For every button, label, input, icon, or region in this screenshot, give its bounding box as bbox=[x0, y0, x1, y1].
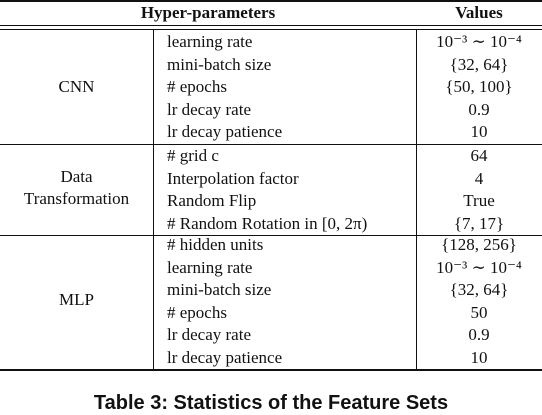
column-divider-left bbox=[153, 30, 154, 369]
param-value: 10 bbox=[470, 348, 488, 367]
table-row: # Random Rotation in [0, 2π) {7, 17} bbox=[0, 213, 542, 236]
group-label-cnn: CNN bbox=[58, 77, 95, 96]
table-top-rule bbox=[0, 0, 542, 2]
table-caption: Table 3: Statistics of the Feature Sets bbox=[93, 392, 449, 414]
table-row: # grid c 64 bbox=[0, 145, 542, 168]
header-rule-1 bbox=[0, 25, 542, 26]
header-rule-2 bbox=[0, 29, 542, 30]
table-row: lr decay patience 10 bbox=[0, 347, 542, 370]
param-value: {32, 64} bbox=[449, 280, 509, 300]
param-value: {128, 256} bbox=[441, 235, 517, 254]
param-value: 0.9 bbox=[468, 325, 490, 345]
table-row: Interpolation factor 4 bbox=[0, 168, 542, 191]
table-row: mini-batch size {32, 64} bbox=[0, 279, 542, 302]
param-name: learning rate bbox=[167, 257, 253, 277]
table-row: # epochs {50, 100} bbox=[0, 76, 542, 99]
param-name: Interpolation factor bbox=[167, 168, 299, 188]
param-name: Random Flip bbox=[167, 191, 257, 211]
param-name: lr decay rate bbox=[167, 99, 251, 119]
param-value: {7, 17} bbox=[453, 213, 505, 233]
param-value: 50 bbox=[470, 302, 488, 322]
param-value: {50, 100} bbox=[445, 77, 513, 97]
param-value: 10⁻³ ∼ 10⁻⁴ bbox=[436, 257, 522, 277]
param-name: lr decay patience bbox=[167, 122, 283, 142]
group-rule-data-transformation bbox=[0, 235, 542, 236]
column-divider-right bbox=[416, 30, 417, 369]
param-value: 0.9 bbox=[468, 99, 490, 119]
group-label-mlp: MLP bbox=[59, 290, 94, 309]
header-hyper-parameters: Hyper-parameters bbox=[140, 3, 276, 22]
param-name: lr decay patience bbox=[167, 348, 283, 367]
param-name: # grid c bbox=[167, 146, 219, 165]
table-row: # hidden units {128, 256} bbox=[0, 234, 542, 257]
param-name: # Random Rotation in [0, 2π) bbox=[167, 213, 368, 233]
header-values: Values bbox=[455, 3, 503, 22]
table-row: learning rate 10⁻³ ∼ 10⁻⁴ bbox=[0, 31, 542, 54]
param-name: mini-batch size bbox=[167, 54, 272, 74]
param-value: 64 bbox=[470, 146, 488, 165]
param-value: True bbox=[463, 191, 495, 211]
param-name: # hidden units bbox=[167, 235, 264, 254]
table-row: learning rate 10⁻³ ∼ 10⁻⁴ bbox=[0, 257, 542, 280]
table-row: lr decay patience 10 bbox=[0, 121, 542, 144]
group-rule-cnn bbox=[0, 144, 542, 145]
group-label-text: Data Transformation bbox=[23, 167, 130, 208]
param-name: lr decay rate bbox=[167, 325, 251, 345]
table-row: mini-batch size {32, 64} bbox=[0, 54, 542, 77]
param-name: # epochs bbox=[167, 77, 227, 97]
group-label-data-transformation: Data Transformation bbox=[0, 166, 153, 210]
table-row: # epochs 50 bbox=[0, 302, 542, 325]
table-row: lr decay rate 0.9 bbox=[0, 99, 542, 122]
param-value: 10⁻³ ∼ 10⁻⁴ bbox=[436, 32, 522, 51]
param-value: 4 bbox=[474, 168, 484, 188]
param-name: learning rate bbox=[167, 32, 253, 51]
param-value: {32, 64} bbox=[449, 54, 509, 74]
table-row: Random Flip True bbox=[0, 190, 542, 213]
table-bottom-rule bbox=[0, 369, 542, 371]
table-row: lr decay rate 0.9 bbox=[0, 324, 542, 347]
param-value: 10 bbox=[470, 122, 488, 142]
param-name: mini-batch size bbox=[167, 280, 272, 300]
param-name: # epochs bbox=[167, 302, 227, 322]
